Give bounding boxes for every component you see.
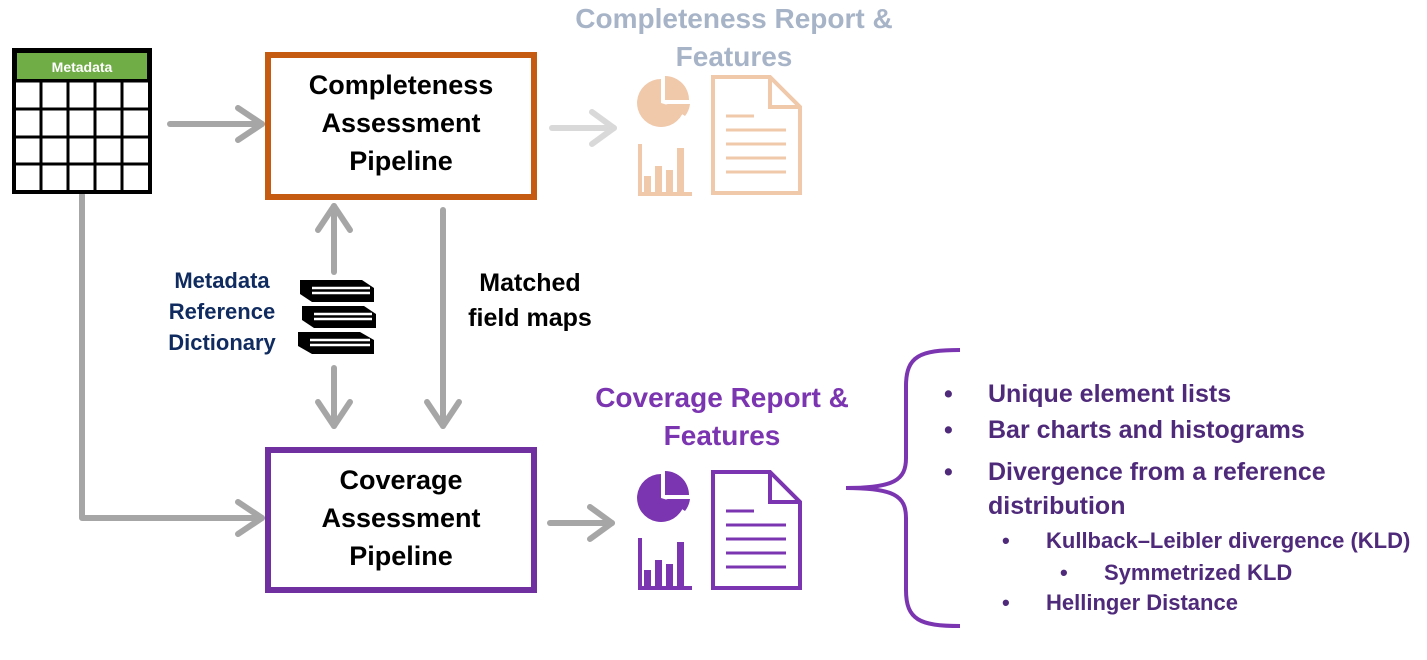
table-icon bbox=[12, 48, 152, 194]
feature-item-2: • Bar charts and histograms bbox=[944, 416, 1305, 445]
dictionary-label-line-3: Dictionary bbox=[168, 330, 276, 355]
table-header-label: Metadata bbox=[51, 59, 113, 75]
completeness-line-2: Assessment bbox=[321, 108, 481, 138]
document-icon bbox=[711, 470, 802, 590]
feature-label: Kullback–Leibler divergence (KLD) bbox=[1046, 528, 1411, 553]
completeness-line-3: Pipeline bbox=[349, 146, 453, 176]
pie-chart-icon bbox=[637, 471, 690, 522]
coverage-pipeline-box bbox=[265, 447, 537, 593]
feature-subitem-symmetrized: • Symmetrized KLD bbox=[1060, 560, 1292, 586]
feature-item-3: • Divergence from a reference bbox=[944, 458, 1326, 487]
completeness-pipeline-title: Completeness Assessment Pipeline bbox=[271, 66, 531, 180]
dictionary-label-line-1: Metadata bbox=[174, 268, 270, 293]
arrow-table-to-coverage bbox=[79, 192, 265, 537]
pie-chart-icon bbox=[637, 76, 690, 127]
coverage-line-1: Coverage bbox=[339, 465, 463, 495]
dictionary-label-line-2: Reference bbox=[168, 299, 276, 324]
dictionary-label: Metadata Reference Dictionary bbox=[160, 265, 284, 358]
bar-chart-icon bbox=[638, 538, 692, 590]
coverage-line-3: Pipeline bbox=[349, 541, 453, 571]
arrow-field-maps-down bbox=[424, 207, 462, 429]
coverage-report-title: Coverage Report & Features bbox=[574, 379, 870, 455]
field-maps-line-1: Matched bbox=[479, 269, 581, 297]
feature-label: Divergence from a reference bbox=[988, 458, 1326, 486]
completeness-report-line-2: Features bbox=[675, 41, 793, 72]
bullet: • bbox=[944, 416, 953, 444]
coverage-line-2: Assessment bbox=[321, 503, 481, 533]
completeness-report-line-1: Completeness Report & bbox=[575, 3, 893, 34]
feature-item-3-continued: distribution bbox=[988, 492, 1125, 521]
bullet: • bbox=[1060, 560, 1068, 585]
books-icon bbox=[298, 280, 376, 354]
field-maps-line-2: field maps bbox=[468, 304, 592, 332]
arrow-dictionary-up bbox=[315, 203, 353, 275]
bullet: • bbox=[944, 380, 953, 408]
feature-label: distribution bbox=[988, 492, 1126, 520]
feature-subitem-hellinger: • Hellinger Distance bbox=[1002, 590, 1238, 616]
field-maps-label: Matched field maps bbox=[462, 266, 598, 336]
feature-label: Bar charts and histograms bbox=[988, 416, 1305, 444]
brace-icon bbox=[845, 348, 961, 628]
bullet: • bbox=[944, 458, 953, 486]
arrow-dictionary-down bbox=[315, 365, 353, 429]
bullet: • bbox=[1002, 528, 1010, 553]
feature-label: Hellinger Distance bbox=[1046, 590, 1238, 615]
feature-label: Symmetrized KLD bbox=[1104, 560, 1293, 585]
bar-chart-icon bbox=[638, 144, 692, 196]
document-icon bbox=[711, 75, 802, 195]
completeness-line-1: Completeness bbox=[308, 70, 494, 100]
completeness-report-title: Completeness Report & Features bbox=[560, 0, 908, 76]
feature-subitem-kld: • Kullback–Leibler divergence (KLD) bbox=[1002, 528, 1410, 554]
arrow-coverage-to-report bbox=[547, 504, 615, 542]
coverage-report-line-1: Coverage Report & bbox=[595, 382, 849, 413]
coverage-report-line-2: Features bbox=[663, 420, 781, 451]
feature-label: Unique element lists bbox=[988, 380, 1232, 408]
coverage-pipeline-title: Coverage Assessment Pipeline bbox=[271, 461, 531, 575]
arrow-completeness-to-report bbox=[549, 109, 617, 147]
bullet: • bbox=[1002, 590, 1010, 615]
completeness-pipeline-box bbox=[265, 52, 537, 200]
feature-item-1: • Unique element lists bbox=[944, 380, 1231, 409]
arrow-table-to-completeness bbox=[167, 105, 265, 143]
